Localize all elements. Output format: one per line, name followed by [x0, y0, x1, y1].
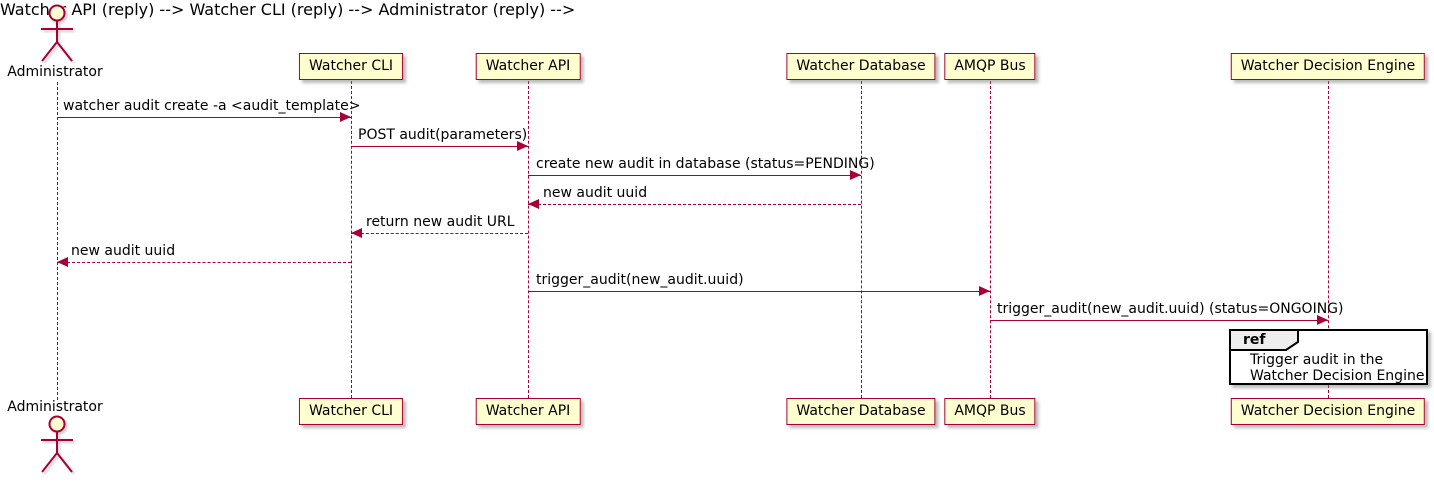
participant-box-watcher-api-bottom: Watcher API — [475, 398, 581, 425]
message-line — [528, 175, 861, 176]
arrowhead-icon — [517, 141, 528, 151]
lifeline-watcher-cli — [351, 81, 352, 398]
participant-box-watcher-api-top: Watcher API — [475, 53, 581, 80]
arrowhead-icon — [1317, 315, 1328, 325]
message-label: new audit uuid — [543, 185, 648, 201]
message-line — [528, 204, 861, 205]
lifeline-watcher-api — [528, 81, 529, 398]
participant-box-watcher-database-bottom: Watcher Database — [786, 398, 936, 425]
participant-box-amqp-bus-bottom: AMQP Bus — [944, 398, 1036, 425]
actor-icon — [41, 4, 73, 62]
lifeline-amqp-bus — [990, 81, 991, 398]
message-label: create new audit in database (status=PEN… — [536, 156, 875, 172]
message-line — [990, 320, 1328, 321]
participant-box-watcher-cli-top: Watcher CLI — [298, 53, 404, 80]
ref-text-line: Watcher Decision Engine — [1250, 368, 1425, 384]
participant-box-amqp-bus-top: AMQP Bus — [944, 53, 1036, 80]
participant-box-watcher-decision-engine-bottom: Watcher Decision Engine — [1230, 398, 1426, 425]
lifeline-administrator — [57, 82, 58, 400]
actor-icon — [41, 415, 73, 473]
message-label: POST audit(parameters) — [358, 127, 528, 143]
ref-header-tab — [1229, 329, 1299, 351]
message-label: trigger_audit(new_audit.uuid) (status=ON… — [997, 301, 1344, 317]
message-line — [528, 291, 990, 292]
message-label: new audit uuid — [71, 243, 176, 259]
arrowhead-icon — [850, 170, 861, 180]
message-line — [57, 117, 351, 118]
message-line — [57, 262, 351, 263]
ref-fragment: ref Trigger audit in the Watcher Decisio… — [1229, 329, 1428, 385]
participant-box-watcher-cli-bottom: Watcher CLI — [298, 398, 404, 425]
participant-box-watcher-decision-engine-top: Watcher Decision Engine — [1230, 53, 1426, 80]
message-label: watcher audit create -a <audit_template> — [63, 98, 361, 114]
lifeline-watcher-decision-engine — [1328, 81, 1329, 398]
arrowhead-icon — [528, 199, 539, 209]
message-line — [351, 146, 528, 147]
ref-keyword: ref — [1243, 332, 1266, 348]
message-label: trigger_audit(new_audit.uuid) — [536, 272, 744, 288]
message-line — [351, 233, 528, 234]
message-label: return new audit URL — [366, 214, 515, 230]
arrowhead-icon — [340, 112, 351, 122]
arrowhead-icon — [351, 228, 362, 238]
participant-box-watcher-database-top: Watcher Database — [786, 53, 936, 80]
lifeline-watcher-database — [861, 81, 862, 398]
ref-text-line: Trigger audit in the — [1250, 352, 1384, 368]
participant-label-administrator-bottom: Administrator — [7, 399, 103, 415]
arrowhead-icon — [57, 257, 68, 267]
participant-label-administrator-top: Administrator — [7, 64, 103, 80]
arrowhead-icon — [979, 286, 990, 296]
